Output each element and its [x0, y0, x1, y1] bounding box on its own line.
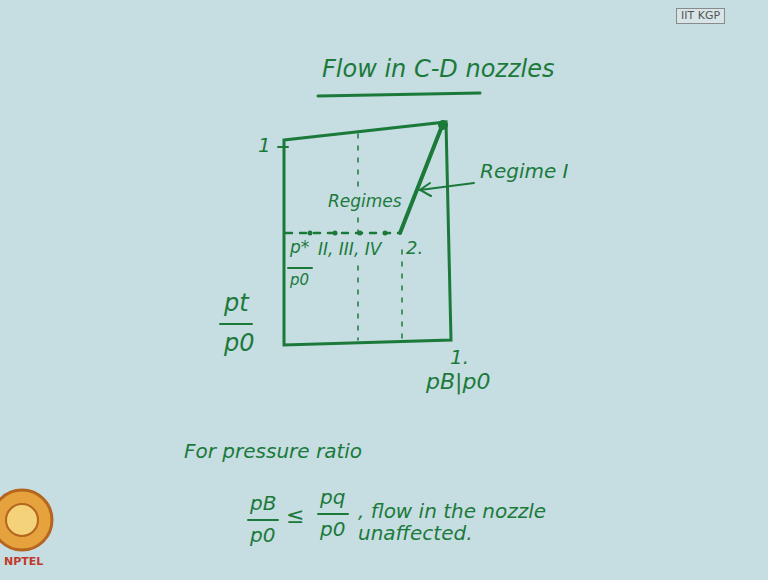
axis-label: pt	[222, 290, 251, 316]
axis-tick: 1	[256, 134, 273, 156]
note-text: , flow in the nozzle unaffected.	[356, 500, 610, 544]
fraction-numerator: pB	[248, 492, 278, 514]
title: Flow in C-D nozzles	[320, 56, 556, 82]
point-number: 2.	[404, 238, 425, 258]
axis-label: pB|p0	[424, 370, 492, 394]
note-text: For pressure ratio	[182, 440, 364, 462]
regime-label: Regime I	[478, 160, 571, 182]
fraction-denominator: p0	[318, 518, 347, 540]
regime-label: II, III, IV	[316, 240, 383, 259]
regime-label: Regimes	[326, 192, 404, 211]
relation-symbol: ≤	[284, 504, 306, 528]
fraction-denominator: p0	[288, 272, 311, 289]
fraction-numerator: p*	[288, 238, 311, 257]
watermark: IIT KGP	[676, 8, 725, 24]
fraction-numerator: pq	[318, 486, 347, 508]
logo-text: NPTEL	[2, 556, 45, 568]
axis-tick: 1.	[448, 346, 471, 368]
fraction-denominator: p0	[248, 524, 277, 546]
axis-label: p0	[222, 330, 257, 356]
